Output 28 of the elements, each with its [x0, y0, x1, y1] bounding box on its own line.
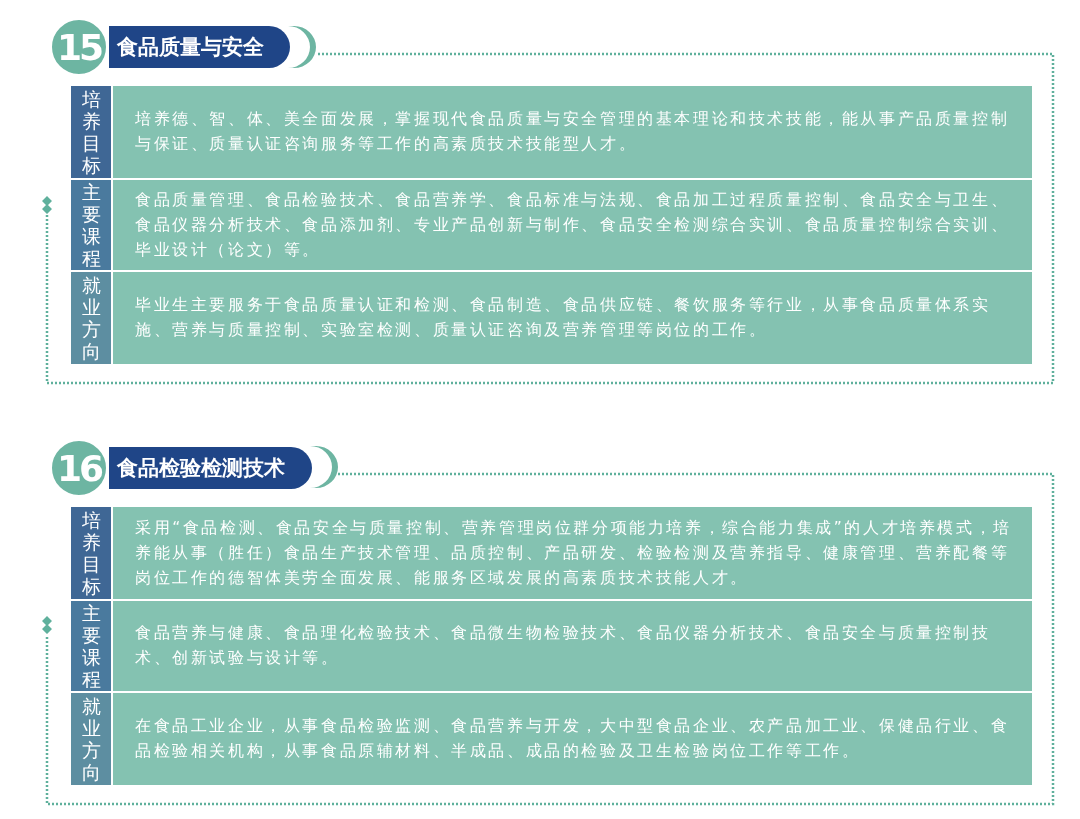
description-cell	[113, 180, 1032, 270]
row-heading: 就业方向	[81, 274, 101, 362]
row-heading-cell	[71, 693, 111, 785]
row-heading: 培养目标	[81, 88, 101, 176]
description-text: 食品营养与健康、食品理化检验技术、食品微生物检验技术、食品仪器分析技术、食品安全与质量控制技术、创新试验与设计等。	[135, 623, 992, 669]
title-banner: 食品检验检测技术	[109, 447, 312, 489]
row-heading: 就业方向	[81, 695, 101, 783]
description-text: 在食品工业企业，从事食品检验监测、食品营养与开发，大中型食品企业、农产品加工业、保健品行业、食品检验相关机构，从事食品原辅材料、半成品、成品的检验及卫生检验岗位工作等工作。	[135, 716, 1011, 762]
description-cell	[113, 507, 1032, 599]
row-heading: 培养目标	[81, 509, 101, 597]
number-badge: 15	[49, 17, 109, 77]
row-heading-cell	[71, 86, 111, 178]
description-text: 食品质量管理、食品检验技术、食品营养学、食品标准与法规、食品加工过程质量控制、食品安全与卫生、食品仪器分析技术、食品添加剂、专业产品创新与制作、食品安全检测综合实训、食品质量控制综合实训、毕业设计（论文）等。	[135, 189, 1011, 261]
description-text: 毕业生主要服务于食品质量认证和检测、食品制造、食品供应链、餐饮服务等行业，从事食品质量体系实施、营养与质量控制、实验室检测、质量认证咨询及营养管理等岗位的工作。	[135, 295, 992, 341]
description-cell	[113, 693, 1032, 785]
description-cell	[113, 601, 1032, 691]
description-text: 培养德、智、体、美全面发展，掌握现代食品质量与安全管理的基本理论和技术技能，能从事产品质量控制与保证、质量认证咨询服务等工作的高素质技术技能型人才。	[135, 109, 1011, 155]
number-badge: 16	[49, 438, 109, 498]
description-text: 采用“食品检测、食品安全与质量控制、营养管理岗位群分项能力培养，综合能力集成”的人才培养模式，培养能从事（胜任）食品生产技术管理、品质控制、产品研发、检验检测及营养指导、健康管理、营养配餐等岗位工作的德智体美劳全面发展、能服务区域发展的高素质技术技能人才。	[135, 517, 1013, 589]
row-heading-cell	[71, 180, 111, 270]
row-heading-cell	[71, 601, 111, 691]
row-heading: 主要课程	[81, 602, 101, 690]
row-heading-cell	[71, 272, 111, 364]
row-heading: 主要课程	[81, 181, 101, 269]
row-heading-cell	[71, 507, 111, 599]
title-banner: 食品质量与安全	[109, 26, 290, 68]
description-cell	[113, 272, 1032, 364]
description-cell	[113, 86, 1032, 178]
